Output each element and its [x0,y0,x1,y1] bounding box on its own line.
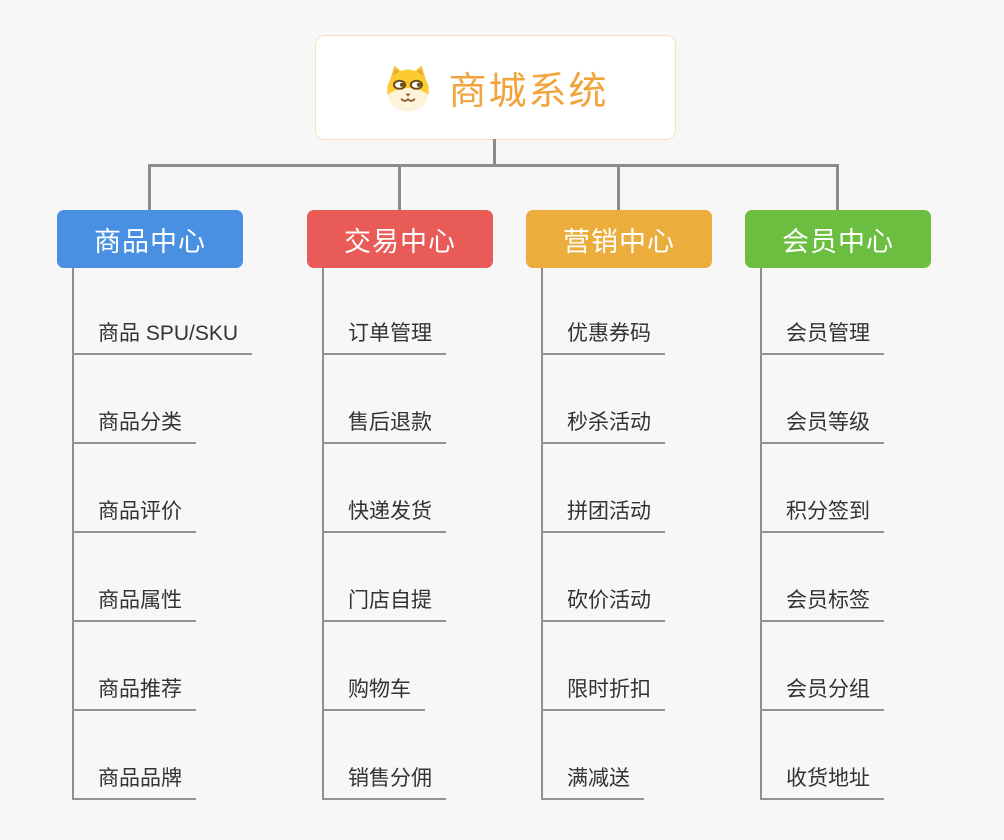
leaf-node[interactable]: 快递发货 [322,489,446,533]
leaf-node[interactable]: 商品分类 [72,400,196,444]
leaf-node[interactable]: 优惠券码 [541,311,665,355]
branch-label: 会员中心 [782,226,894,257]
leaf-node[interactable]: 积分签到 [760,489,884,533]
leaf-label: 会员分组 [786,677,870,701]
leaf-node[interactable]: 商品品牌 [72,756,196,800]
leaf-node[interactable]: 订单管理 [322,311,446,355]
leaf-label: 购物车 [348,677,411,701]
branch-column-trade: 交易中心 订单管理 售后退款 快递发货 门店自提 购物车 销售分佣 [307,210,493,810]
branch-column-member: 会员中心 会员管理 会员等级 积分签到 会员标签 会员分组 收货地址 [745,210,931,810]
leaf-node[interactable]: 砍价活动 [541,578,665,622]
trunk-line [322,268,324,800]
leaf-label: 满减送 [567,766,630,790]
leaf-label: 拼团活动 [567,499,651,523]
leaf-node[interactable]: 门店自提 [322,578,446,622]
leaf-node[interactable]: 商品推荐 [72,667,196,711]
connector-drop-4 [836,167,839,210]
leaf-node[interactable]: 满减送 [541,756,644,800]
leaf-node[interactable]: 商品属性 [72,578,196,622]
connector-drop-1 [148,167,151,210]
leaf-node[interactable]: 商品 SPU/SKU [72,311,253,355]
leaf-label: 门店自提 [348,588,432,612]
leaf-node[interactable]: 收货地址 [760,756,884,800]
connector-root-drop [493,139,496,165]
leaf-node[interactable]: 会员管理 [760,311,884,355]
connector-drop-2 [398,167,401,210]
branch-node-marketing[interactable]: 营销中心 [526,210,712,268]
leaf-label: 优惠券码 [567,321,651,345]
branch-label: 营销中心 [563,226,675,257]
branch-node-trade[interactable]: 交易中心 [307,210,493,268]
branch-column-product: 商品中心 商品 SPU/SKU 商品分类 商品评价 商品属性 商品推荐 商品品牌 [57,210,253,810]
leaf-node[interactable]: 秒杀活动 [541,400,665,444]
leaf-label: 商品评价 [98,499,182,523]
leaf-label: 商品 SPU/SKU [98,321,239,345]
leaf-node[interactable]: 拼团活动 [541,489,665,533]
root-node[interactable]: 商城系统 [315,35,676,140]
branch-label: 商品中心 [94,226,206,257]
leaf-node[interactable]: 会员分组 [760,667,884,711]
leaf-label: 快递发货 [348,499,432,523]
branch-column-marketing: 营销中心 优惠券码 秒杀活动 拼团活动 砍价活动 限时折扣 满减送 [526,210,712,810]
leaf-label: 砍价活动 [567,588,651,612]
leaf-node[interactable]: 销售分佣 [322,756,446,800]
leaf-label: 会员管理 [786,321,870,345]
leaf-label: 商品品牌 [98,766,182,790]
leaf-node[interactable]: 会员标签 [760,578,884,622]
trunk-line [541,268,543,800]
leaf-label: 销售分佣 [348,766,432,790]
leaf-node[interactable]: 售后退款 [322,400,446,444]
leaf-label: 限时折扣 [567,677,651,701]
branch-label: 交易中心 [344,226,456,257]
connector-drop-3 [617,167,620,210]
leaf-label: 秒杀活动 [567,410,651,434]
leaf-label: 商品属性 [98,588,182,612]
leaf-label: 商品推荐 [98,677,182,701]
trunk-line [72,268,74,800]
trunk-line [760,268,762,800]
leaf-label: 订单管理 [348,321,432,345]
leaf-label: 售后退款 [348,410,432,434]
leaf-label: 会员标签 [786,588,870,612]
leaf-node[interactable]: 商品评价 [72,489,196,533]
leaf-label: 会员等级 [786,410,870,434]
leaf-node[interactable]: 限时折扣 [541,667,665,711]
leaf-node[interactable]: 会员等级 [760,400,884,444]
leaf-label: 收货地址 [786,766,870,790]
branch-node-product[interactable]: 商品中心 [57,210,243,268]
shiba-dog-face-icon [387,65,430,111]
leaf-label: 积分签到 [786,499,870,523]
root-title: 商城系统 [448,71,609,113]
connector-bus [148,164,839,167]
leaf-label: 商品分类 [98,410,182,434]
branch-node-member[interactable]: 会员中心 [745,210,931,268]
leaf-node[interactable]: 购物车 [322,667,425,711]
